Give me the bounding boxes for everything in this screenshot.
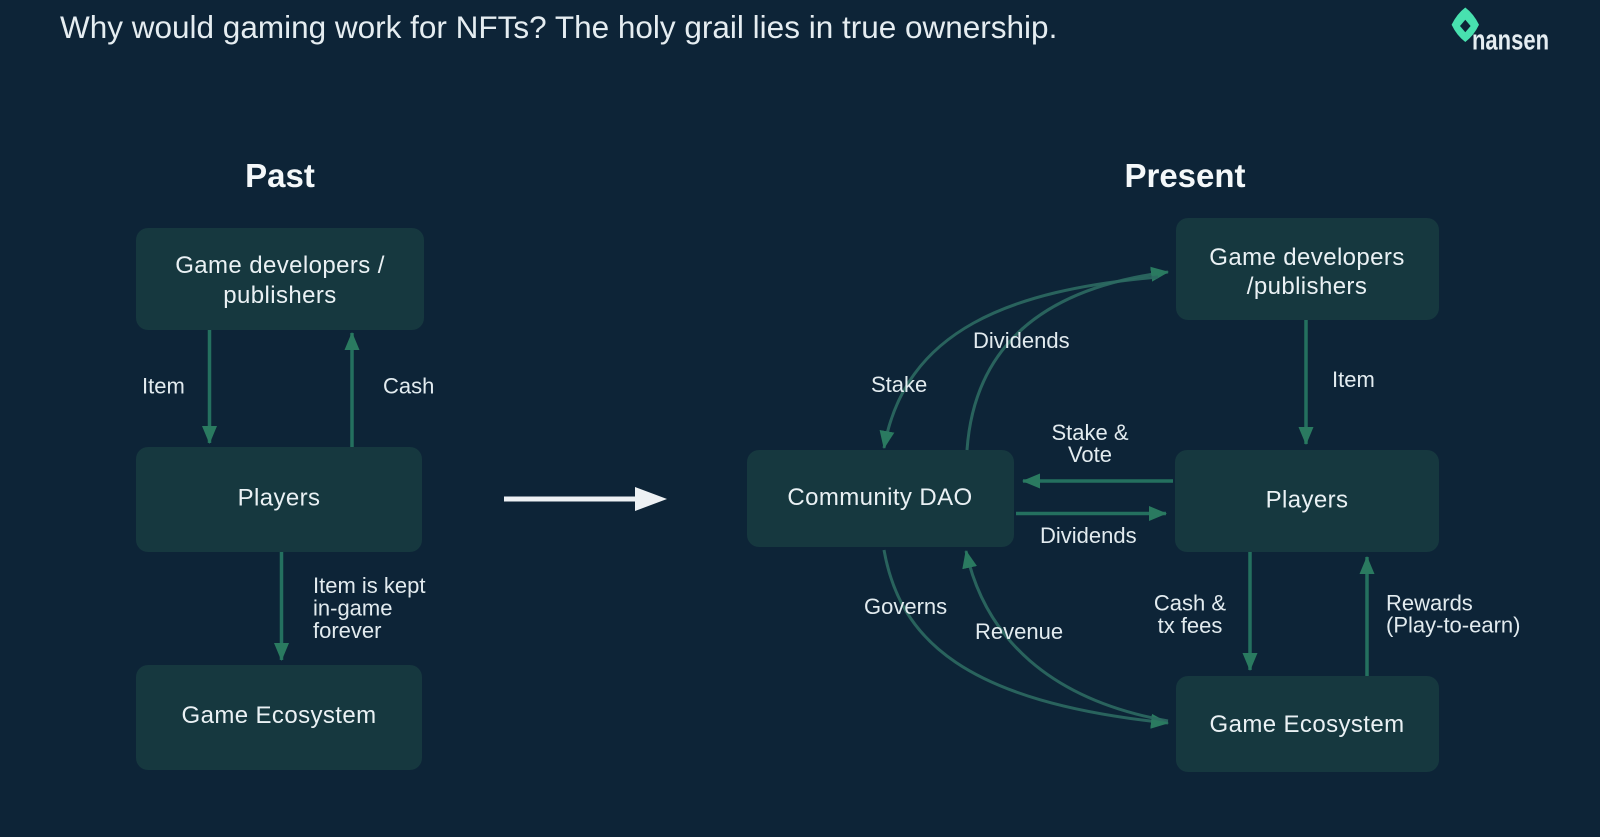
svg-text:Stake &: Stake & <box>1051 420 1128 445</box>
svg-text:Players: Players <box>238 485 321 512</box>
svg-text:Game developers: Game developers <box>1209 244 1404 271</box>
svg-text:Game Ecosystem: Game Ecosystem <box>182 702 377 729</box>
svg-text:Why would gaming work for NFTs: Why would gaming work for NFTs? The holy… <box>60 9 1057 45</box>
svg-text:Present: Present <box>1124 157 1245 194</box>
svg-text:Players: Players <box>1266 487 1349 514</box>
svg-text:Governs: Governs <box>864 594 947 619</box>
svg-text:Rewards: Rewards <box>1386 591 1473 616</box>
svg-text:Revenue: Revenue <box>975 619 1063 644</box>
svg-text:in-game: in-game <box>313 596 392 621</box>
svg-text:Past: Past <box>245 157 315 194</box>
svg-text:/publishers: /publishers <box>1247 273 1367 300</box>
svg-text:Item: Item <box>1332 367 1375 392</box>
svg-text:Dividends: Dividends <box>973 328 1070 353</box>
svg-text:Community DAO: Community DAO <box>787 484 972 511</box>
svg-text:publishers: publishers <box>223 282 336 309</box>
svg-text:Stake: Stake <box>871 372 927 397</box>
svg-text:Item is kept: Item is kept <box>313 573 425 598</box>
svg-text:Cash: Cash <box>383 374 434 399</box>
svg-text:forever: forever <box>313 618 381 643</box>
svg-text:Dividends: Dividends <box>1040 523 1137 548</box>
svg-text:Cash &: Cash & <box>1154 591 1226 616</box>
svg-text:Vote: Vote <box>1068 442 1112 467</box>
svg-text:nansen: nansen <box>1472 25 1549 57</box>
svg-text:tx fees: tx fees <box>1158 613 1223 638</box>
svg-text:Item: Item <box>142 374 185 399</box>
svg-text:Game developers /: Game developers / <box>175 252 385 279</box>
svg-text:(Play-to-earn): (Play-to-earn) <box>1386 613 1520 638</box>
svg-text:Game Ecosystem: Game Ecosystem <box>1210 711 1405 738</box>
